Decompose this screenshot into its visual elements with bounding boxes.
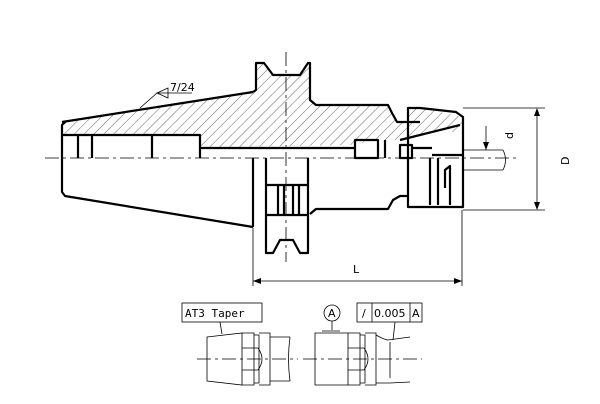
taper-leader (139, 87, 192, 109)
detail-right: A / 0.005 A (314, 302, 423, 386)
tolerance-frame (356, 302, 423, 323)
dimension-L (252, 210, 463, 286)
collet-nut (406, 106, 465, 209)
taper-top (61, 90, 254, 124)
length-label: L (353, 263, 360, 276)
holder-outline (60, 61, 408, 229)
taper-label: 7/24 (170, 81, 195, 94)
detail-left: AT3 Taper (181, 302, 291, 386)
section-hatch (62, 63, 463, 148)
dimension-D (463, 107, 545, 211)
diameter-label: D (559, 157, 572, 165)
flange-lower (251, 158, 310, 255)
shaft (463, 149, 506, 171)
tolerance-value: 0.005 (374, 307, 406, 320)
runout-symbol: / (362, 307, 366, 320)
at3-taper-callout: AT3 Taper (185, 307, 245, 320)
datum-label: A (328, 307, 336, 320)
dimension-d-arrow (483, 142, 489, 150)
bore-label: d (503, 132, 516, 139)
tolerance-datum: A (412, 307, 420, 320)
